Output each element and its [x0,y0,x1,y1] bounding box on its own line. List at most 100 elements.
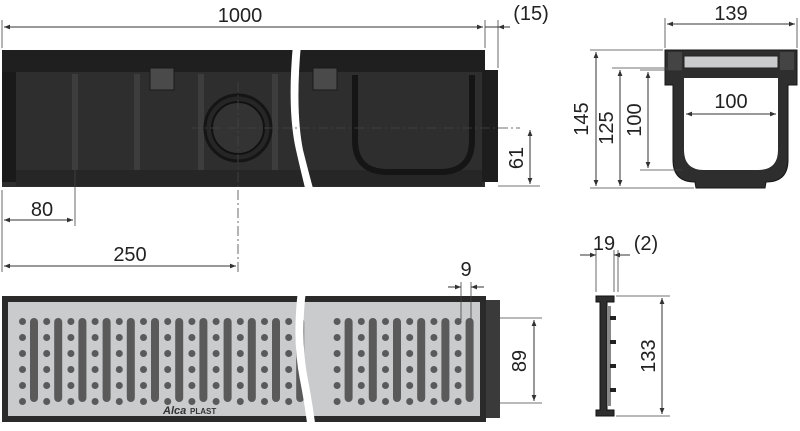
grate-small-hole [212,382,220,389]
grate-small-hole [236,382,244,389]
grate-end-cap [486,300,500,418]
dim-250-label: 250 [113,244,146,266]
grate-small-hole [382,382,389,389]
grate-small-hole [406,334,414,341]
grate-long-slot [199,318,208,402]
grate-small-hole [357,366,365,373]
dim-89-label: 89 [509,350,531,372]
grate-small-hole [91,334,99,341]
grate-long-slot [344,318,353,402]
grate-profile [595,295,616,417]
grate-small-hole [164,318,172,325]
grate-small-hole [236,318,244,325]
grate-small-hole [333,382,341,389]
grate-small-hole [285,398,293,405]
grate-break-line [295,290,316,430]
grate-small-hole [67,318,75,325]
grate-small-hole [382,350,389,357]
grate-small-hole [382,318,389,325]
channel-cross-section [664,49,798,189]
dimension-inner-height: 100 [624,69,682,171]
grate-small-hole [261,398,268,405]
grate-small-hole [357,382,365,389]
grate-small-hole [67,382,75,389]
grate-top-view: Alca PLAST [2,290,500,430]
channel-break-line [290,44,314,192]
grate-small-hole [333,398,341,405]
grate-small-hole [188,398,196,405]
grate-small-hole [333,350,341,357]
grate-small-hole [19,398,26,405]
dim-1000-label: 1000 [218,5,263,27]
grate-small-hole [188,382,196,389]
dim-125-label: 125 [596,111,618,144]
grate-small-hole [43,334,51,341]
grate-long-slot [272,318,280,402]
dim-139-label: 139 [714,3,747,25]
grate-small-hole [19,350,26,357]
grate-small-hole [261,318,268,325]
grate-slots [19,318,474,405]
grate-small-hole [333,366,341,373]
grate-long-slot [175,318,184,402]
grate-small-hole [406,318,414,325]
grate-small-hole [188,318,196,325]
grate-long-slot [417,318,426,402]
grate-long-slot [30,318,38,402]
grate-small-hole [212,334,220,341]
grate-small-hole [382,398,389,405]
channel-u-profile [352,75,475,175]
grate-small-hole [164,366,172,373]
grate-small-hole [115,366,123,373]
grate-long-slot [368,318,377,402]
dimension-outlet-height: 61 [498,130,540,187]
grate-small-hole [454,398,462,405]
grate-small-hole [382,366,389,373]
grate-small-hole [43,366,51,373]
alcaplast-logo-part-b: PLAST [190,407,216,416]
dimension-grate-width: 89 [500,317,542,404]
grate-small-hole [164,350,172,357]
dimension-inner-width: 100 [686,91,776,117]
grate-long-slot [223,318,232,402]
grate-small-hole [357,318,365,325]
dimension-outlet-position: 250 [4,244,236,269]
grate-small-hole [285,350,293,357]
dim-19-label: 19 [593,233,615,255]
grate-small-hole [115,382,123,389]
grate-small-hole [67,398,75,405]
grate-long-slot [126,318,135,402]
grate-small-hole [430,366,438,373]
grate-long-slot [393,318,401,402]
grate-small-hole [140,334,147,341]
grate-small-hole [406,366,414,373]
grate-long-slot [465,318,474,402]
channel-top-rail [2,50,485,72]
grate-small-hole [140,366,147,373]
channel-side-view [2,44,520,272]
grate-small-hole [333,334,341,341]
dimension-endcap: (15) [485,3,549,68]
grate-long-slot [151,318,159,402]
grate-small-hole [212,366,220,373]
grate-small-hole [454,366,462,373]
grate-small-hole [19,366,26,373]
grate-small-hole [19,318,26,325]
cross-section-grate [683,55,779,69]
grate-small-hole [333,318,341,325]
grate-small-hole [357,350,365,357]
grate-long-slot [247,318,256,402]
grate-small-hole [164,334,172,341]
grate-small-hole [430,382,438,389]
grate-small-hole [430,350,438,357]
grate-small-hole [19,382,26,389]
grate-small-hole [43,318,51,325]
grate-small-hole [236,334,244,341]
grate-small-hole [115,350,123,357]
dim-2-label: (2) [634,233,658,255]
grate-small-hole [91,350,99,357]
grate-small-hole [188,366,196,373]
grate-small-hole [140,318,147,325]
grate-small-hole [236,398,244,405]
grate-small-hole [406,382,414,389]
